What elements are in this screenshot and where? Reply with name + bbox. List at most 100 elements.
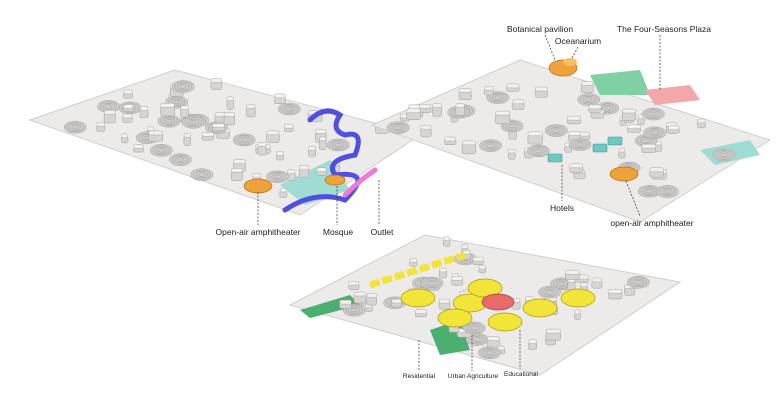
label-educational: Educational [504, 371, 538, 378]
building-roof [274, 93, 286, 99]
building-roof [246, 103, 256, 109]
building-roof [478, 264, 487, 270]
round-block-ring [155, 146, 168, 154]
label-four-seasons-plaza: The Four-Seasons Plaza [616, 24, 712, 34]
round-block-ring [643, 187, 656, 195]
round-block-ring [121, 103, 139, 113]
building-roof [391, 298, 402, 304]
building-block [299, 168, 310, 178]
round-block-ring [651, 130, 659, 135]
hotel-block [607, 136, 623, 146]
building-roof [266, 130, 280, 136]
building-roof [443, 236, 451, 242]
round-block-ring [720, 152, 728, 157]
round-block-ring [473, 337, 481, 342]
building-roof [511, 99, 525, 105]
leader-lines [257, 34, 661, 371]
building-block [266, 133, 280, 143]
four-seasons-plaza [645, 85, 700, 105]
round-block-ring [350, 308, 358, 313]
building-roof [419, 103, 432, 109]
round-block-ring [580, 94, 598, 105]
blue-ribbon-structure [282, 108, 361, 213]
leader-line [571, 46, 579, 59]
round-block-ring [329, 140, 347, 150]
round-block-ring [647, 110, 660, 118]
round-block-ring [508, 123, 516, 129]
round-block-ring [576, 142, 584, 147]
round-block-ring [184, 117, 202, 128]
building-roof [574, 309, 581, 315]
building-roof [569, 163, 584, 169]
building-roof [353, 291, 367, 297]
building-block [139, 109, 149, 119]
building-roof [622, 108, 636, 114]
building-roof [122, 113, 133, 119]
hotel-block [592, 143, 608, 153]
round-block-ring [494, 95, 502, 100]
round-block-ring [717, 151, 730, 159]
building-roof [348, 280, 360, 286]
building-roof [257, 142, 267, 147]
building-roof [286, 169, 296, 175]
round-block-ring [468, 334, 486, 345]
round-block-ring [487, 143, 495, 148]
round-block [63, 120, 87, 134]
building-roof [697, 118, 706, 124]
building-roof [183, 133, 191, 138]
masterplan-plate-2 [370, 58, 772, 223]
round-block-ring [503, 121, 521, 131]
building-block [257, 145, 267, 156]
round-block-ring [471, 336, 484, 343]
building-roof [315, 129, 327, 134]
building-roof [591, 277, 603, 283]
building-roof [121, 133, 129, 139]
building-roof [528, 339, 537, 344]
building-roof [568, 131, 581, 136]
round-block-ring [634, 280, 642, 285]
round-block-ring [555, 280, 568, 288]
round-block [266, 170, 289, 184]
label-botanical-pavilion: Botanical pavilion [506, 24, 574, 34]
amphitheater-structure [243, 178, 273, 194]
round-block-ring [165, 119, 173, 124]
round-block-ring [540, 287, 559, 298]
round-block-ring [285, 106, 293, 112]
round-block-ring [715, 150, 733, 160]
round-block-ring [280, 104, 298, 114]
building-block [160, 105, 175, 117]
label-outlet: Outlet [370, 227, 394, 237]
round-block-ring [558, 281, 566, 286]
round-block [190, 168, 214, 181]
building-roof [527, 131, 543, 137]
round-block-ring [69, 123, 82, 131]
mosque-structure [324, 174, 346, 186]
building-roof [667, 125, 680, 131]
educational-ring [487, 312, 523, 332]
building-roof [534, 86, 548, 92]
round-block-ring [394, 125, 402, 130]
educational-ring [522, 298, 558, 318]
round-block-ring [334, 142, 342, 148]
round-block [643, 126, 667, 140]
round-block-ring [571, 139, 589, 150]
building-roof [283, 123, 294, 129]
round-block-ring [271, 173, 284, 181]
building-block [103, 112, 116, 124]
round-block-ring [601, 104, 614, 112]
building-roof [483, 85, 494, 91]
central-plaza [481, 293, 515, 311]
building-roof [319, 136, 327, 142]
building-block [180, 108, 189, 118]
building-roof [299, 165, 310, 170]
building-roof [279, 187, 288, 193]
round-block-ring [658, 186, 677, 197]
round-block-ring [268, 171, 287, 182]
round-block-ring [428, 281, 436, 286]
round-block-ring [392, 124, 405, 132]
building-roof [451, 276, 464, 281]
label-mosque: Mosque [322, 227, 354, 237]
educational-ring [400, 288, 436, 308]
round-block [277, 102, 301, 116]
building-roof [415, 309, 427, 315]
